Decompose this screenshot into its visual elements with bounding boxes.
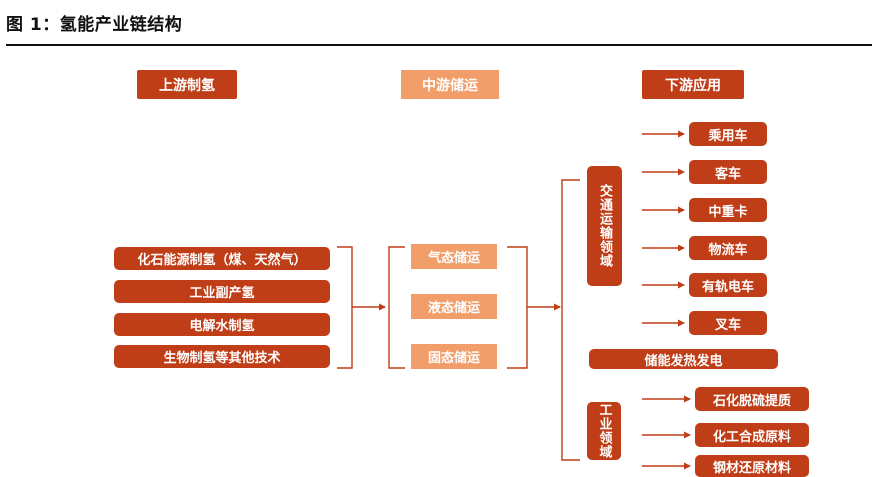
upstream-item-electrolysis: 电解水制氢 xyxy=(114,313,330,336)
midstream-item-gas: 气态储运 xyxy=(411,244,497,269)
storage-power-item: 储能发热发电 xyxy=(589,349,778,369)
upstream-item-fossil: 化石能源制氢（煤、天然气） xyxy=(114,247,330,270)
industry-item-chemical: 化工合成原料 xyxy=(695,423,809,447)
header-midstream: 中游储运 xyxy=(401,70,499,99)
transport-domain-label: 交通运输领域 xyxy=(587,166,622,286)
transport-item-heavy-truck: 中重卡 xyxy=(689,198,767,222)
title-rule xyxy=(6,44,872,46)
industry-domain-label: 工业领域 xyxy=(587,402,621,460)
transport-item-bus: 客车 xyxy=(689,160,767,184)
downstream-bracket xyxy=(561,179,580,461)
industry-item-petrochem: 石化脱硫提质 xyxy=(695,387,809,411)
upstream-bracket xyxy=(337,246,353,369)
transport-item-passenger-car: 乘用车 xyxy=(689,122,767,146)
midstream-left-bracket xyxy=(388,246,405,369)
header-downstream: 下游应用 xyxy=(642,70,744,99)
midstream-item-solid: 固态储运 xyxy=(411,344,497,369)
header-upstream: 上游制氢 xyxy=(137,70,237,99)
transport-item-logistics: 物流车 xyxy=(689,236,767,260)
transport-item-forklift: 叉车 xyxy=(689,311,767,335)
upstream-item-biological: 生物制氢等其他技术 xyxy=(114,345,330,368)
midstream-item-liquid: 液态储运 xyxy=(411,294,497,319)
figure-title: 图 1：氢能产业链结构 xyxy=(6,15,183,35)
midstream-right-bracket xyxy=(507,246,528,369)
upstream-item-byproduct: 工业副产氢 xyxy=(114,280,330,303)
transport-item-tram: 有轨电车 xyxy=(689,273,767,297)
industry-item-steel: 钢材还原材料 xyxy=(695,455,809,477)
